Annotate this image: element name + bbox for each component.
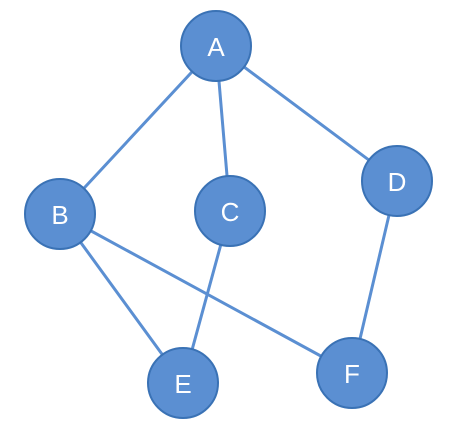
node-a: A: [180, 10, 252, 82]
nodes-layer: A B C D E F: [24, 10, 433, 419]
node-circle: [316, 337, 388, 409]
node-circle: [147, 347, 219, 419]
node-b: B: [24, 178, 96, 250]
node-label: E: [174, 369, 191, 399]
node-circle: [180, 10, 252, 82]
node-c: C: [194, 175, 266, 247]
node-label: D: [388, 167, 407, 197]
node-label: B: [51, 200, 68, 230]
node-circle: [361, 145, 433, 217]
edge-a-b: [58, 44, 218, 216]
node-label: A: [207, 32, 225, 62]
node-label: C: [221, 197, 240, 227]
node-circle: [24, 178, 96, 250]
node-circle: [194, 175, 266, 247]
node-e: E: [147, 347, 219, 419]
node-d: D: [361, 145, 433, 217]
node-f: F: [316, 337, 388, 409]
edge-a-d: [214, 44, 399, 183]
node-label: F: [344, 359, 360, 389]
